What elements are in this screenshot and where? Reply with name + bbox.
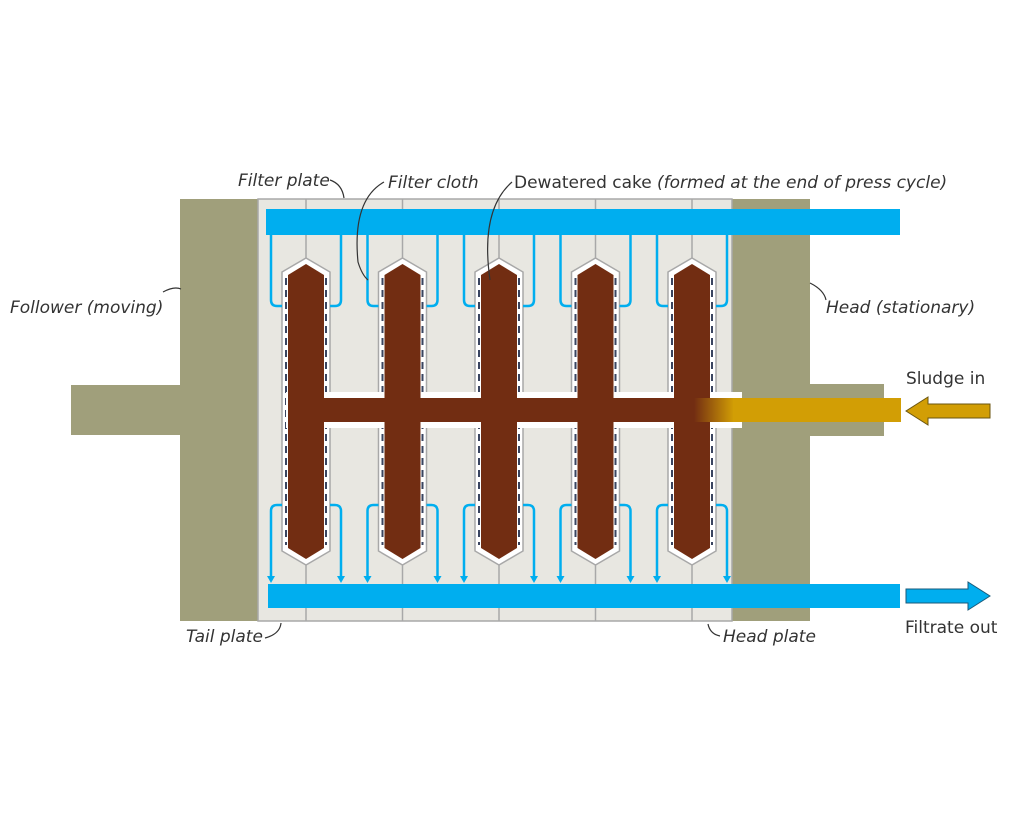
filtrate-line	[655, 235, 668, 308]
filtrate-drip-arrow-icon	[556, 576, 565, 583]
sludge-feed-gradient	[694, 398, 734, 422]
filtrate-drip-arrow-icon	[723, 576, 731, 583]
filtrate-channels	[267, 235, 731, 583]
filtrate-line	[523, 503, 536, 580]
filtrate-drip-arrow-icon	[363, 576, 372, 583]
filtrate-line	[269, 503, 282, 580]
filtrate-line	[426, 235, 439, 308]
filtrate-line	[462, 503, 475, 580]
filtrate-drip-arrow-icon	[460, 576, 468, 583]
filtrate-line	[523, 235, 536, 308]
filtrate-out-arrow-icon	[905, 581, 991, 611]
filtrate-drip-arrow-icon	[653, 576, 661, 583]
filtrate-line	[716, 503, 729, 580]
filtrate-line	[619, 235, 632, 308]
sludge-in-arrow-icon	[905, 396, 991, 426]
filter-cloth-label: Filter cloth	[388, 173, 479, 193]
filter-plate-label: Filter plate	[238, 171, 330, 191]
dewatered-cake	[288, 264, 728, 559]
filtrate-out-label: Filtrate out	[905, 618, 998, 638]
filtrate-top-manifold	[266, 209, 900, 235]
filtrate-drip-arrow-icon	[267, 576, 275, 583]
dewatered-cake-note: (formed at the end of press cycle)	[657, 173, 947, 193]
filtrate-line	[269, 235, 282, 308]
cake-feed-bar	[288, 398, 728, 422]
leader-lines	[162, 179, 827, 639]
tail-plate-label: Tail plate	[186, 627, 263, 647]
follower-label: Follower (moving)	[10, 298, 163, 318]
filtrate-drip-arrow-icon	[626, 576, 635, 583]
filtrate-line	[619, 503, 632, 580]
filtrate-line	[366, 235, 379, 308]
filtrate-line	[330, 235, 343, 308]
filtrate-line	[655, 503, 668, 580]
sludge-feed-pipe	[733, 398, 901, 422]
filtrate-line	[426, 503, 439, 580]
filtrate-line	[716, 235, 729, 308]
filtrate-line	[330, 503, 343, 580]
filtrate-bottom-manifold	[268, 584, 900, 608]
follower	[71, 199, 260, 621]
filtrate-line	[559, 235, 572, 308]
head-label: Head (stationary)	[826, 298, 975, 318]
sludge-in-label: Sludge in	[906, 369, 985, 389]
filtrate-drip-arrow-icon	[530, 576, 538, 583]
filtrate-line	[559, 503, 572, 580]
head-plate-label: Head plate	[723, 627, 816, 647]
filtrate-line	[366, 503, 379, 580]
dewatered-cake-label: Dewatered cake	[514, 173, 652, 193]
filtrate-line	[462, 235, 475, 308]
filtrate-drip-arrow-icon	[337, 576, 345, 583]
filtrate-drip-arrow-icon	[433, 576, 442, 583]
